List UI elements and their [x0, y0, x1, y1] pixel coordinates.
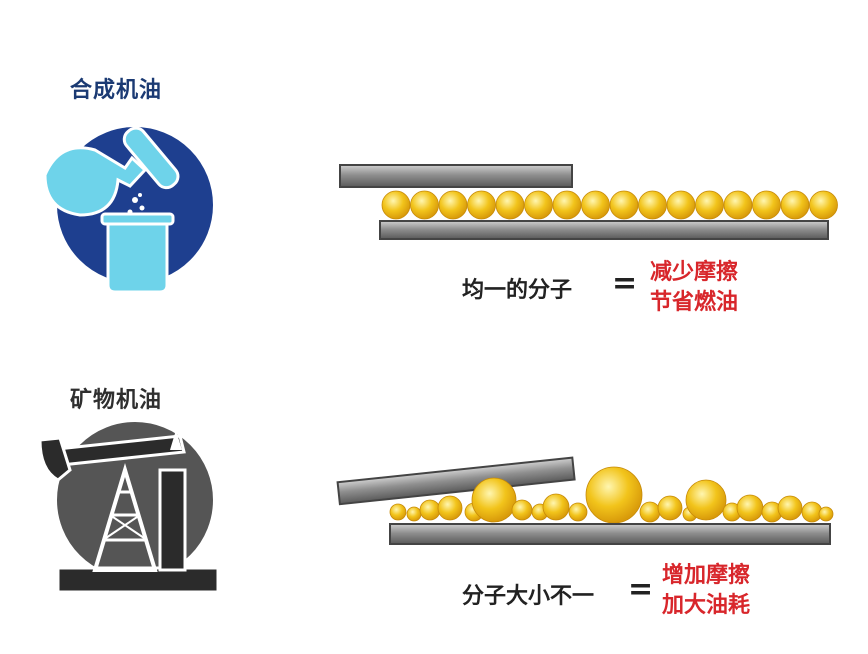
mineral-result-line2: 加大油耗: [662, 593, 751, 618]
mixed-molecule: [568, 502, 588, 522]
uniform-molecules-label: 均一的分子: [462, 278, 573, 303]
synthetic-oil-title: 合成机油: [70, 78, 163, 103]
uniform-molecule: [524, 190, 553, 220]
mixed-molecule: [736, 494, 764, 522]
mineral-result: 增加摩擦 加大油耗: [662, 561, 750, 621]
mixed-molecule: [585, 466, 643, 524]
uniform-molecule: [552, 190, 582, 220]
uniform-molecule: [638, 190, 667, 220]
mixed-molecule: [542, 493, 570, 521]
mixed-molecule: [639, 501, 661, 523]
uniform-molecule: [467, 190, 496, 220]
equals-sign-top: =: [612, 266, 638, 301]
mixed-molecule: [657, 495, 683, 521]
lab-flask-icon: [43, 123, 217, 294]
mineral-result-line1: 增加摩擦: [662, 563, 751, 588]
mixed-molecules-diagram: [336, 456, 834, 545]
uniform-molecule: [695, 190, 724, 220]
mixed-molecule: [437, 495, 463, 521]
mixed-molecule: [511, 499, 533, 521]
uniform-molecule: [410, 190, 439, 220]
mineral-oil-title: 矿物机油: [70, 388, 163, 413]
mixed-molecule: [406, 506, 422, 522]
equals-sign-bottom: =: [628, 572, 654, 607]
mixed-molecule: [389, 503, 407, 521]
uniform-molecule: [723, 190, 753, 220]
synthetic-result-line2: 节省燃油: [650, 290, 739, 315]
uniform-molecule: [609, 190, 639, 220]
uniform-molecule: [495, 190, 525, 220]
mixed-molecules-label: 分子大小不一: [462, 584, 595, 609]
uniform-molecule: [780, 190, 810, 220]
synthetic-result: 减少摩擦 节省燃油: [650, 258, 738, 318]
mixed-molecule: [685, 479, 727, 521]
mixed-molecule: [419, 499, 441, 521]
uniform-molecule: [666, 190, 696, 220]
uniform-molecules-diagram: [339, 164, 838, 240]
oil-pump-icon: [38, 418, 220, 594]
uniform-molecule: [752, 190, 781, 220]
uniform-molecule: [381, 190, 411, 220]
uniform-molecule: [809, 190, 838, 220]
synthetic-result-line1: 减少摩擦: [650, 260, 739, 285]
mixed-molecule: [471, 477, 517, 523]
mixed-molecule: [777, 495, 803, 521]
uniform-molecule: [581, 190, 610, 220]
mixed-molecule: [818, 506, 834, 522]
uniform-molecule: [438, 190, 468, 220]
